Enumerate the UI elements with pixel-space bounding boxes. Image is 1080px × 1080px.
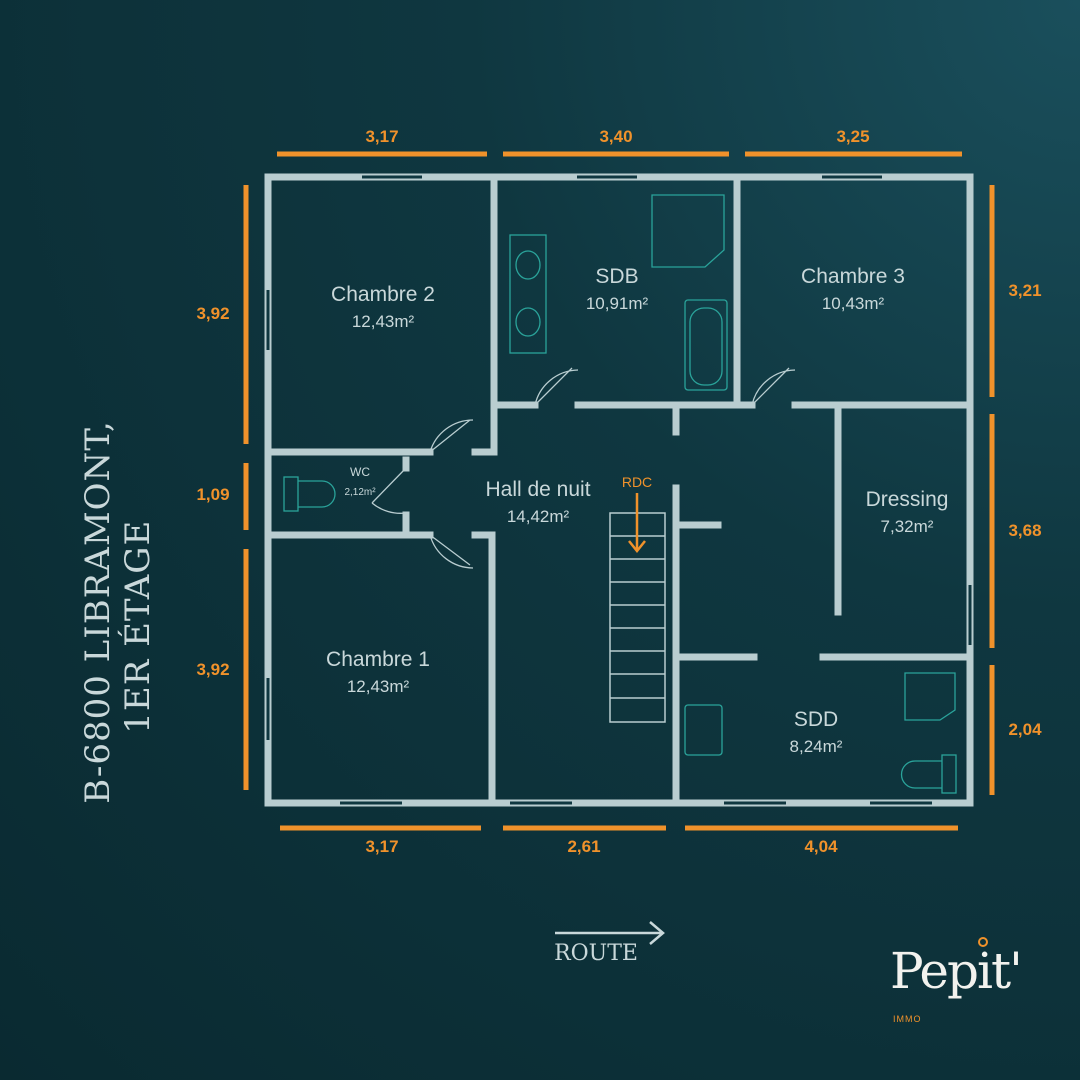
- dim-left-2: 1,09: [196, 485, 229, 504]
- dim-bottom-1: 3,17: [365, 837, 398, 856]
- dim-left-1: 3,92: [196, 304, 229, 323]
- room-name-chambre-1: Chambre 1: [326, 648, 430, 671]
- route-arrow-icon: [555, 921, 665, 945]
- dim-top-2: 3,40: [599, 127, 632, 146]
- room-area-sdd: 8,24m²: [790, 737, 843, 756]
- logo-brand: Pepit': [890, 942, 1021, 1000]
- room-name-chambre-2: Chambre 2: [331, 283, 435, 306]
- sdd-shower-icon: [904, 672, 956, 721]
- dimension-labels: 3,17 3,40 3,25 3,17 2,61 4,04 3,92 1,09 …: [196, 127, 1042, 856]
- room-area-chambre-2: 12,43m²: [352, 312, 415, 331]
- room-name-sdd: SDD: [794, 708, 838, 731]
- bathtub-icon: [684, 299, 728, 391]
- logo-sub: IMMO: [893, 1014, 922, 1024]
- dim-bottom-2: 2,61: [567, 837, 600, 856]
- dim-left-3: 3,92: [196, 660, 229, 679]
- room-name-hall: Hall de nuit: [485, 478, 590, 501]
- dim-bottom-3: 4,04: [804, 837, 838, 856]
- wc-toilet-icon: [283, 476, 299, 512]
- stairs-arrow-icon: [628, 493, 646, 554]
- dim-top-1: 3,17: [365, 127, 398, 146]
- room-labels: Chambre 2 12,43m² SDB 10,91m² Chambre 3 …: [326, 265, 948, 756]
- sdd-toilet-icon: [941, 754, 957, 794]
- sdd-tub-icon: [684, 704, 723, 756]
- dim-right-1: 3,21: [1008, 281, 1041, 300]
- room-area-sdb: 10,91m²: [586, 294, 649, 313]
- logo-gem-icon: [978, 937, 988, 947]
- route-label: ROUTE: [554, 941, 638, 966]
- walls: [264, 173, 974, 807]
- stairs-label: RDC: [622, 474, 652, 490]
- pepit-logo: Pepit' IMMO: [890, 937, 1023, 1024]
- room-name-wc: WC: [350, 465, 370, 479]
- shower-icon: [651, 194, 725, 268]
- windows: [266, 175, 972, 805]
- room-name-chambre-3: Chambre 3: [801, 265, 905, 288]
- room-area-chambre-3: 10,43m²: [822, 294, 885, 313]
- room-area-hall: 14,42m²: [507, 507, 570, 526]
- room-area-dressing: 7,32m²: [881, 517, 934, 536]
- room-name-dressing: Dressing: [866, 488, 949, 511]
- double-sink-icon: [509, 234, 547, 354]
- room-area-chambre-1: 12,43m²: [347, 677, 410, 696]
- room-name-sdb: SDB: [595, 265, 638, 288]
- fixtures: [283, 194, 957, 794]
- dim-right-2: 3,68: [1008, 521, 1041, 540]
- dim-right-3: 2,04: [1008, 720, 1042, 739]
- room-area-wc: 2,12m²: [344, 487, 376, 498]
- dimension-lines: [243, 151, 995, 831]
- dim-top-3: 3,25: [836, 127, 869, 146]
- doors: [371, 367, 796, 569]
